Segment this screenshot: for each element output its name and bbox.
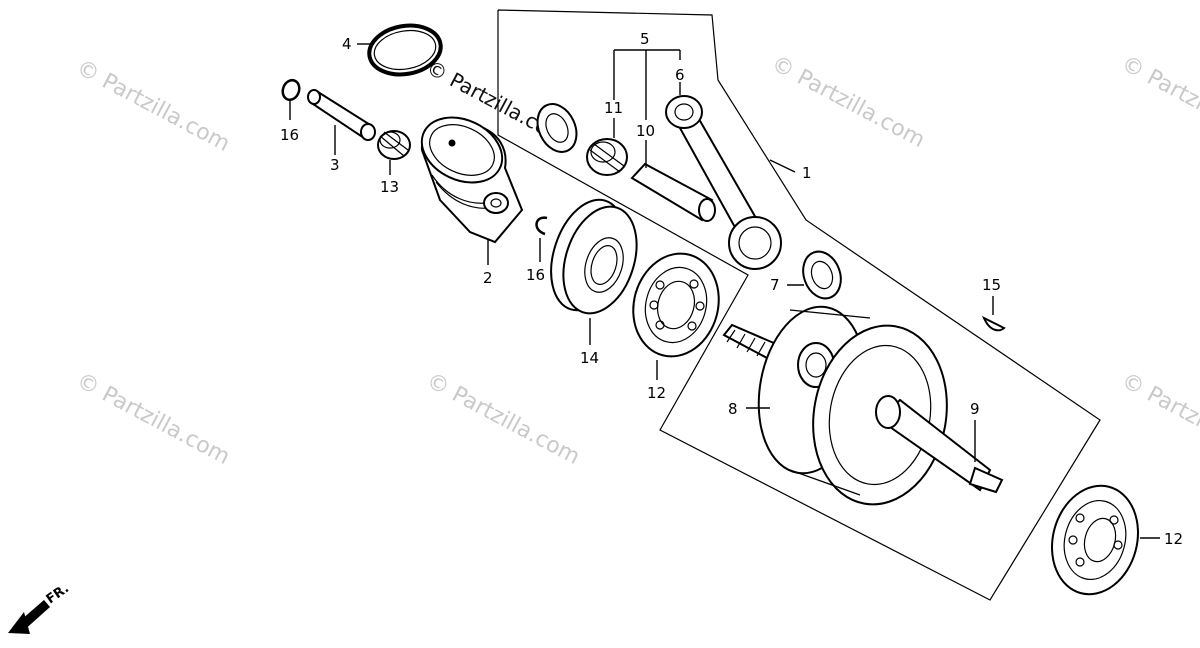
label-part-12-lower: 12 [1164, 530, 1183, 548]
piston [420, 116, 524, 244]
small-end-bearing [377, 130, 411, 160]
woodruff-key [982, 315, 1006, 332]
watermark-4: © Partzilla.com [72, 368, 234, 470]
label-part-14: 14 [580, 349, 599, 367]
piston-pin [307, 89, 376, 141]
label-part-2: 2 [483, 269, 493, 287]
piston-pin-clip [281, 78, 301, 102]
front-arrow: FR. [8, 581, 72, 634]
circlip [535, 216, 548, 236]
watermark-3: © Partzilla.com [1117, 51, 1200, 153]
leader-lines [289, 43, 1160, 539]
watermark-5: © Partzilla.com [422, 368, 584, 470]
crankshaft [722, 305, 1004, 506]
label-part-3: 3 [330, 156, 340, 174]
label-part-9: 9 [970, 400, 980, 418]
connecting-rod [665, 95, 782, 270]
label-part-16-right: 16 [526, 266, 545, 284]
front-direction-label: FR. [44, 581, 72, 607]
label-part-6: 6 [675, 66, 685, 84]
label-part-10: 10 [636, 122, 655, 140]
watermark-group: © Partzilla.com © Partzilla.com © Partzi… [72, 51, 1200, 470]
piston-ring [367, 23, 443, 77]
main-bearing-right [1051, 484, 1139, 596]
label-part-1: 1 [802, 164, 812, 182]
label-part-16-left: 16 [280, 126, 299, 144]
label-part-8: 8 [728, 400, 738, 418]
assembly-outline [497, 9, 1101, 601]
washer [802, 250, 842, 300]
thrust-washer [536, 103, 578, 153]
label-part-11: 11 [604, 99, 623, 117]
crank-pin [630, 162, 716, 222]
watermark-6: © Partzilla.com [1117, 368, 1200, 470]
watermark-2: © Partzilla.com [767, 51, 929, 153]
main-bearing-left [632, 252, 720, 358]
label-part-13: 13 [380, 178, 399, 196]
label-part-4: 4 [342, 35, 352, 53]
watermark-1: © Partzilla.com [72, 55, 234, 157]
label-part-12-upper: 12 [647, 384, 666, 402]
oil-seal [550, 198, 638, 315]
label-part-7: 7 [770, 276, 780, 294]
label-part-15: 15 [982, 276, 1001, 294]
big-end-bearing [586, 138, 628, 176]
part-labels: 4 16 3 13 2 5 6 11 10 1 7 15 16 14 12 8 … [280, 30, 1183, 548]
label-part-5: 5 [640, 30, 650, 48]
